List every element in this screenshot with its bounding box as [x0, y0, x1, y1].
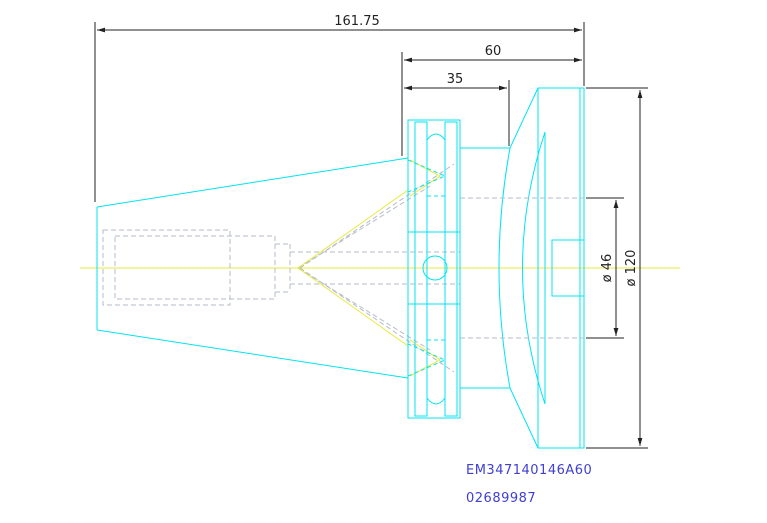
overall-length-label: 161.75 [334, 14, 380, 29]
flange-length-label: 60 [485, 44, 502, 59]
dim-outer-diameter: ø 120 [586, 87, 648, 449]
outer-diameter-label: ø 120 [624, 250, 639, 287]
serial-number: 02689987 [466, 491, 536, 506]
key-slot [551, 239, 585, 297]
dim-groove-length: 35 [404, 72, 510, 146]
front-flange [460, 87, 585, 449]
inner-diameter-label: ø 46 [600, 254, 615, 283]
taper-shank [96, 157, 409, 379]
groove-length-label: 35 [447, 72, 464, 87]
drive-slot-hole [422, 255, 448, 281]
dim-overall-length: 161.75 [94, 14, 585, 202]
dim-inner-diameter: ø 46 [586, 197, 624, 339]
dim-flange-length: 60 [401, 44, 582, 156]
part-number: EM347140146A60 [466, 463, 592, 478]
flange-body [407, 119, 461, 419]
neck [460, 87, 539, 449]
drill-cone-lines [297, 159, 441, 377]
